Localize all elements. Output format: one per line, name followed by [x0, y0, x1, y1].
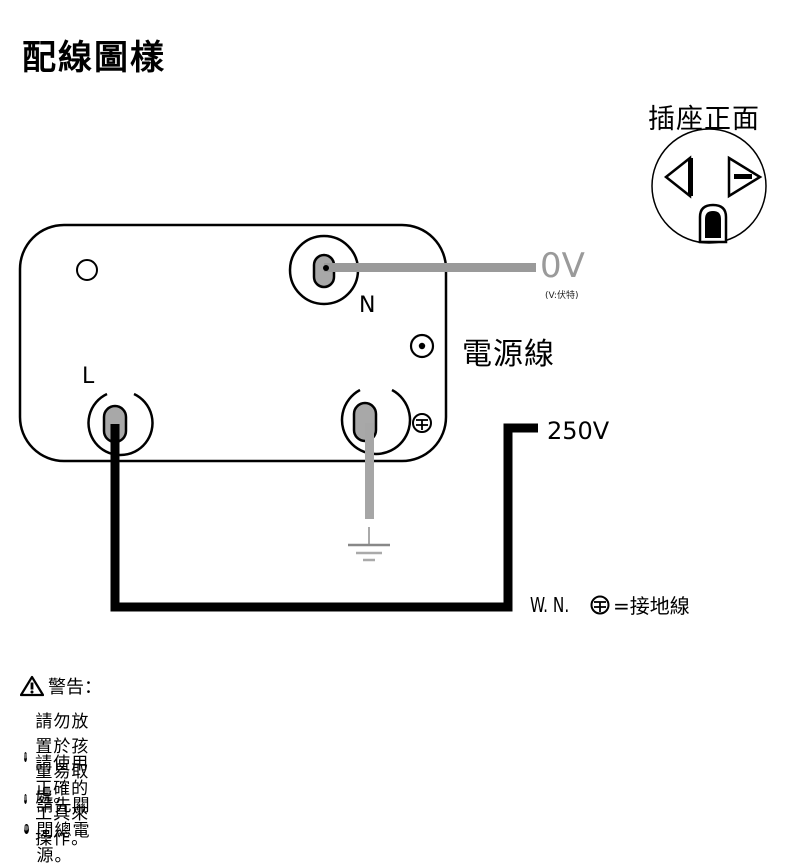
live-label: L: [82, 364, 95, 389]
ground-symbol-icon: [412, 413, 432, 433]
live-wire: [110, 423, 538, 612]
wiring-diagram: [18, 128, 767, 612]
power-cord-label: 電源線: [462, 337, 555, 372]
warning-item: 請勿放置於孩童易取處。: [24, 707, 102, 807]
warning-item: 請先關閉總電源。: [24, 791, 102, 866]
page-title: 配線圖樣: [22, 38, 166, 78]
mounting-hole: [76, 259, 98, 281]
warning-heading: 警告：: [20, 673, 102, 699]
warning-heading-text: 警告：: [48, 677, 102, 698]
center-screw-icon: [409, 333, 435, 359]
neutral-label: N: [359, 293, 376, 318]
socket-front-icon: [651, 128, 767, 244]
warning-triangle-icon: [20, 675, 44, 697]
neutral-voltage-label: 0V: [540, 246, 585, 286]
warning-item-text: 請勿放置於孩童易取處。: [35, 712, 90, 807]
ground-legend: W. N. =接地線: [530, 590, 690, 619]
ground-legend-prefix: W. N.: [530, 592, 570, 617]
warning-item-text: 請先關閉總電源。: [36, 796, 91, 866]
warning-section: 警告： 請勿放置於孩童易取處。 請使用正確的工具來操作。 請先關閉總電源。: [20, 673, 102, 866]
bullet-icon: [24, 823, 29, 834]
ground-legend-suffix: =接地線: [613, 594, 690, 618]
live-voltage-label: 250V: [547, 417, 610, 445]
earth-ground-icon: [348, 527, 390, 562]
neutral-wire: [324, 263, 536, 272]
voltage-unit-note: (V:伏特): [545, 291, 579, 301]
bullet-icon: [24, 752, 28, 762]
ground-symbol-icon: [590, 595, 610, 614]
bullet-icon: [24, 794, 28, 804]
ground-wire: [365, 423, 374, 519]
